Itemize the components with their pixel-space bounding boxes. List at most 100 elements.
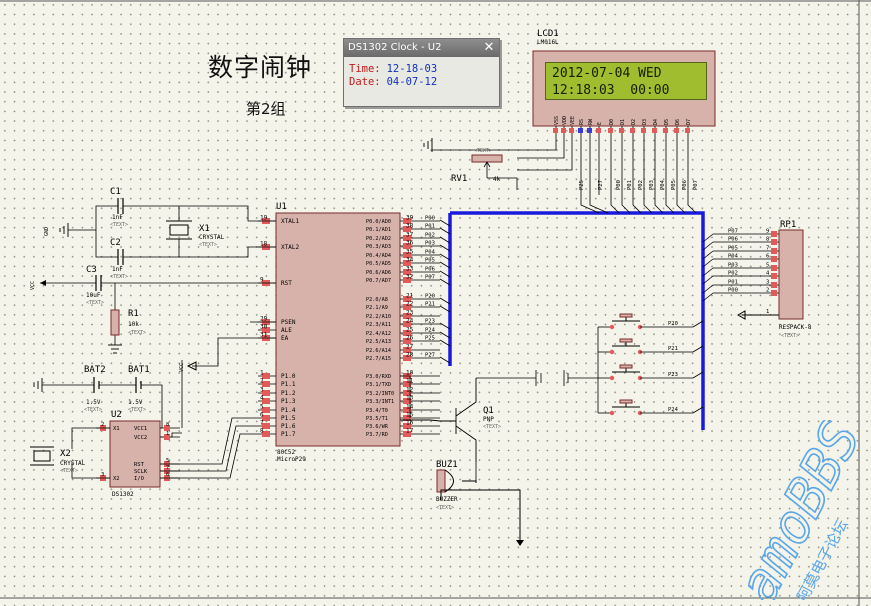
u1-pin-name: P0.5/AD5: [366, 261, 391, 267]
popup-date-row: Date:04-07-12: [349, 76, 494, 89]
u1-pin-name: P2.1/A9: [366, 305, 388, 311]
vcc-arrow-ea: [186, 361, 197, 371]
button-bus-entry: [692, 345, 704, 353]
u1-pin-marker: [262, 431, 270, 437]
c2[interactable]: [117, 249, 124, 265]
u2-pin-number: 2: [101, 422, 104, 428]
u1-pin-marker: [403, 252, 411, 258]
data-bus: [450, 211, 705, 430]
u1-pin-number: 8: [260, 428, 264, 435]
lcd-pin-name: D3: [642, 119, 648, 125]
x2-ctext: <TEXT>: [60, 468, 78, 474]
button-cap: [619, 364, 633, 369]
lcd-line-1: 2012-07-04 WED: [552, 66, 662, 81]
c3[interactable]: [95, 275, 102, 291]
u1-pin-name: P3.7/RD: [366, 432, 388, 438]
ds1302-clock-popup[interactable]: DS1302 Clock - U2 ✕ Time:12-18-03 Date:0…: [343, 38, 500, 107]
u1-pin-number: 39: [406, 215, 414, 222]
bat2-value: 1.5V: [86, 399, 101, 406]
lcd-pin-name: D5: [664, 119, 670, 125]
rp1-value: RESPACK-8: [779, 324, 812, 331]
lcd1-ref: LCD1: [537, 29, 559, 39]
u1-pin-number: 27: [406, 344, 414, 351]
popup-date-label: Date:: [349, 76, 381, 88]
rv1-value: 4k: [493, 176, 501, 183]
bat1[interactable]: [135, 377, 142, 393]
crystal-x1[interactable]: [166, 220, 192, 240]
rp1-pin-number: 1: [766, 309, 769, 315]
u1-net-label: P03: [425, 241, 435, 247]
bat1-ctext: <TEXT>: [128, 407, 146, 413]
u1-pin-number: 10: [406, 370, 414, 377]
lcd-pin-name: D4: [653, 119, 659, 125]
r1-ref: R1: [128, 309, 139, 319]
rp1-pin-marker: [771, 273, 777, 279]
u1-pin-name: P1.5: [281, 415, 296, 422]
close-icon[interactable]: ✕: [483, 40, 495, 55]
u1-pin-number: 1: [260, 370, 264, 377]
rp1-bus-entry: [702, 275, 714, 285]
buzzer[interactable]: [436, 469, 521, 540]
rp1-net-label: P03: [728, 263, 738, 269]
u1-part2: MicroP29: [277, 456, 306, 463]
u1-pin-number: 34: [406, 257, 414, 264]
rp1-pin-number: 7: [766, 246, 769, 252]
u1-pin-name: P2.0/A8: [366, 297, 388, 303]
rp1-net-label: P06: [728, 237, 738, 243]
u1-pin-marker: [403, 269, 411, 275]
rp1-pin-marker: [771, 282, 777, 288]
u1-pin-name: P3.1/TXD: [366, 382, 391, 388]
u2-pin-name: RST: [134, 462, 145, 468]
lcd-pin-marker: [630, 128, 635, 133]
u1-pin-marker: [403, 330, 411, 336]
lcd-pin-marker: [553, 128, 558, 133]
rv1[interactable]: [471, 154, 518, 190]
u1-pin-name: P1.0: [281, 373, 296, 380]
u2-ref: U2: [111, 410, 122, 420]
rp1-pin-marker: [771, 265, 777, 271]
u1-pin-number: 2: [260, 378, 264, 385]
u2-pin-number: 6: [166, 472, 169, 478]
u1-pin-marker: [262, 373, 270, 379]
u1-pin-number: 28: [406, 352, 414, 359]
u2-pin-name: VCC1: [134, 426, 147, 432]
u1-pin-number: 25: [406, 327, 414, 334]
c3-ctext: <TEXT>: [86, 300, 104, 306]
u2-pin-number: 5: [166, 458, 169, 464]
u1-pin-name: P0.4/AD4: [366, 253, 391, 259]
u1-pin-marker: [403, 235, 411, 241]
u1-pin-name: P0.6/AD6: [366, 270, 391, 276]
c1[interactable]: [117, 198, 124, 214]
r1[interactable]: [110, 309, 120, 336]
crystal-x2[interactable]: [30, 446, 54, 466]
u1-pin-number: 21: [406, 293, 414, 300]
u1-body[interactable]: [275, 212, 401, 447]
lcd-pin-name: D7: [686, 119, 692, 125]
c1-ref: C1: [110, 187, 121, 197]
u1-pin-name: P2.5/A13: [366, 339, 391, 345]
u1-pin-name: P3.5/T1: [366, 416, 388, 422]
u1-net-label: P01: [425, 224, 435, 230]
rp1-body[interactable]: [778, 229, 804, 320]
u2-pin-name: VCC2: [134, 435, 147, 441]
u1-pin-number: 9: [260, 277, 264, 284]
lcd-pin-marker: [674, 128, 679, 133]
rp1-pin-number: 2: [766, 288, 769, 294]
u1-pin-number: 17: [406, 428, 414, 435]
lcd-pin-name: D1: [620, 119, 626, 125]
gnd-arrow-buzzer: [516, 540, 524, 546]
buz1-ctext: <TEXT>: [436, 505, 454, 511]
u2-body[interactable]: [109, 420, 161, 488]
u1-pin-marker: [403, 304, 411, 310]
c1-value: 1nF: [112, 214, 123, 221]
button-contact: [609, 349, 615, 355]
popup-titlebar[interactable]: DS1302 Clock - U2 ✕: [344, 39, 499, 57]
lcd-pin-marker: [561, 128, 566, 133]
x2-value: CRYSTAL: [60, 460, 86, 467]
lcd-pin-name: VEE: [570, 116, 576, 125]
bat2[interactable]: [93, 377, 100, 393]
q1[interactable]: [400, 378, 477, 462]
